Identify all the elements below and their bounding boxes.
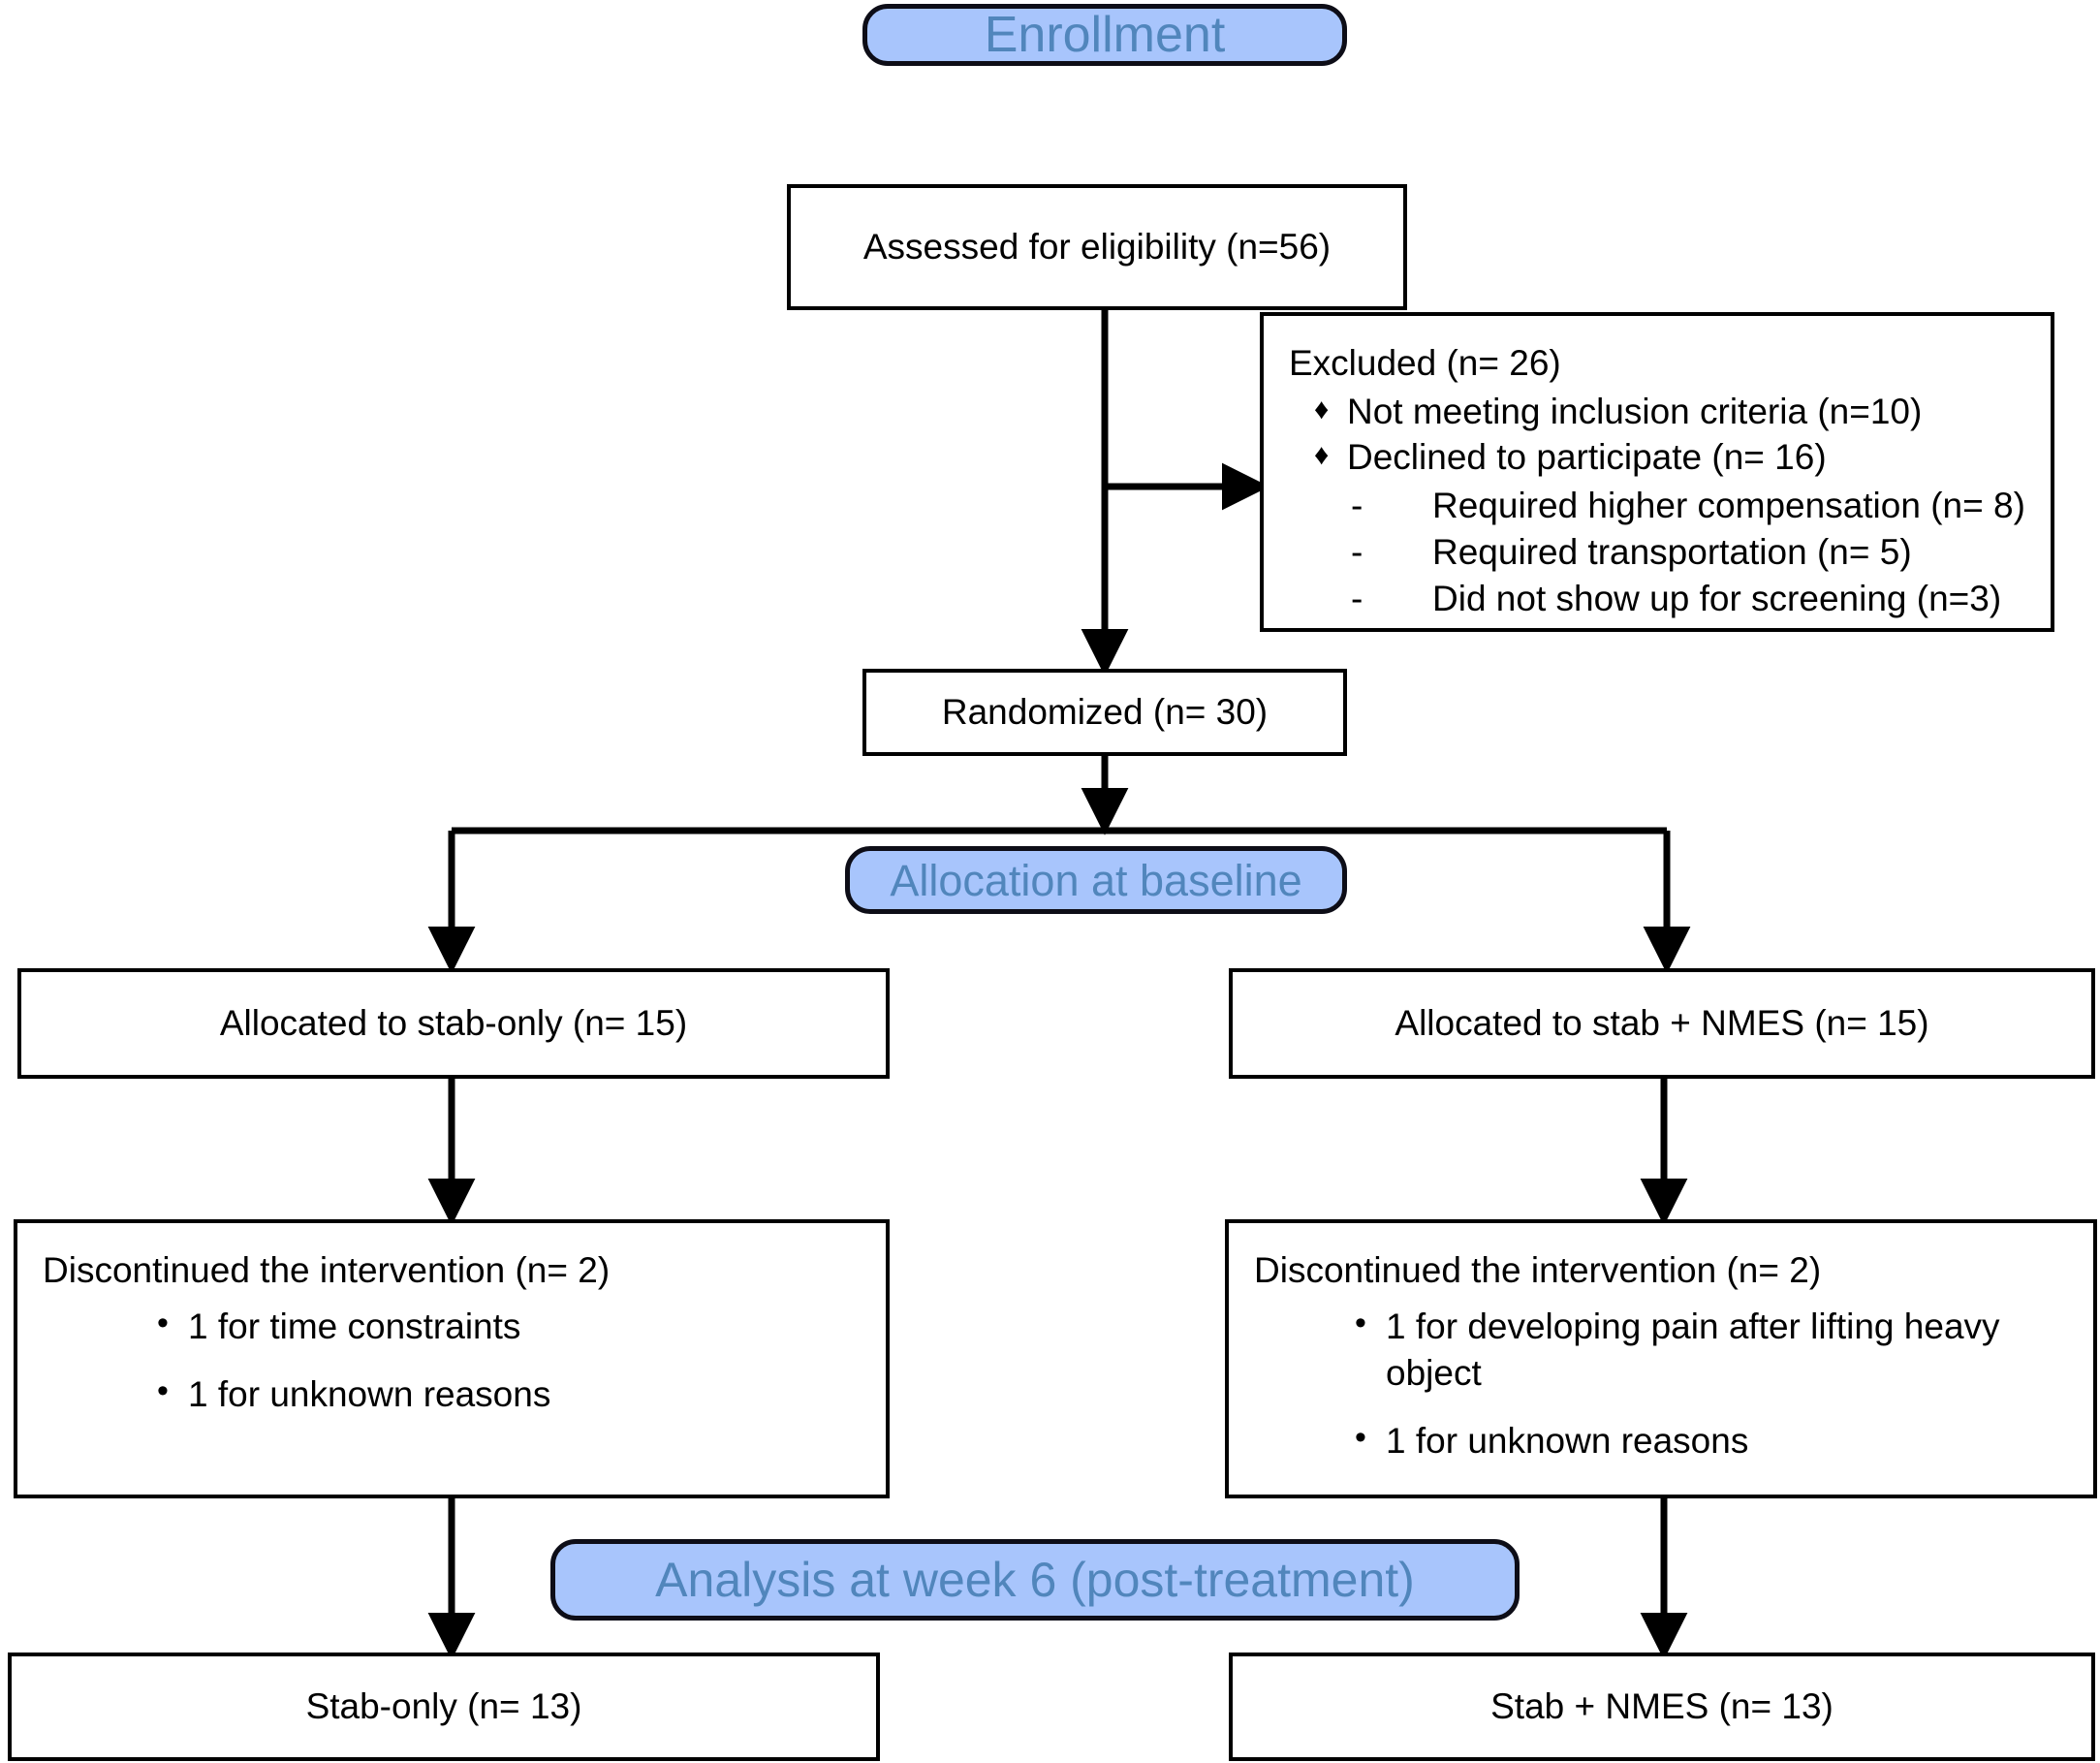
discontinued-right-title: Discontinued the intervention (n= 2) — [1254, 1250, 1822, 1290]
excluded-subreason-text: Did not show up for screening (n=3) — [1432, 579, 2002, 619]
node-discontinued-left: Discontinued the intervention (n= 2) • 1… — [14, 1219, 890, 1498]
banner-allocation-label: Allocation at baseline — [890, 855, 1302, 905]
excluded-reason-text: Declined to participate (n= 16) — [1347, 437, 1827, 478]
node-discontinued-right: Discontinued the intervention (n= 2) • 1… — [1225, 1219, 2097, 1498]
excluded-subreason-text: Required transportation (n= 5) — [1432, 531, 1912, 572]
node-allocated-right: Allocated to stab + NMES (n= 15) — [1229, 968, 2095, 1079]
node-excluded: Excluded (n= 26) ♦ Not meeting inclusion… — [1260, 312, 2054, 632]
banner-analysis: Analysis at week 6 (post-treatment) — [550, 1539, 1520, 1621]
round-bullet-icon: • — [1355, 1305, 1366, 1342]
allocated-left-label: Allocated to stab-only (n= 15) — [219, 1002, 688, 1043]
excluded-subreason-item: - Required higher compensation (n= 8) — [1351, 483, 2027, 529]
excluded-reason-list: ♦ Not meeting inclusion criteria (n=10) … — [1289, 389, 2027, 481]
node-assessed-for-eligibility: Assessed for eligibility (n=56) — [787, 184, 1407, 310]
dash-bullet-icon: - — [1351, 579, 1363, 619]
banner-enrollment: Enrollment — [862, 4, 1347, 66]
dash-bullet-icon: - — [1351, 485, 1363, 525]
discontinued-left-title: Discontinued the intervention (n= 2) — [43, 1250, 611, 1290]
banner-enrollment-label: Enrollment — [984, 7, 1226, 63]
dash-bullet-icon: - — [1351, 531, 1363, 572]
excluded-reason-item: ♦ Not meeting inclusion criteria (n=10) — [1314, 389, 2027, 434]
excluded-title: Excluded (n= 26) — [1289, 343, 1561, 383]
analysis-right-label: Stab + NMES (n= 13) — [1490, 1685, 1834, 1726]
assessed-for-eligibility-label: Assessed for eligibility (n=56) — [862, 226, 1332, 267]
round-bullet-icon: • — [1355, 1419, 1366, 1457]
discontinued-left-item-text: 1 for time constraints — [188, 1307, 521, 1347]
node-randomized: Randomized (n= 30) — [862, 669, 1347, 756]
diamond-bullet-icon: ♦ — [1314, 394, 1330, 426]
discontinued-right-list: • 1 for developing pain after lifting he… — [1254, 1304, 2070, 1464]
discontinued-left-item: • 1 for unknown reasons — [157, 1371, 862, 1418]
excluded-subreason-item: - Did not show up for screening (n=3) — [1351, 576, 2027, 622]
randomized-label: Randomized (n= 30) — [941, 691, 1269, 732]
diamond-bullet-icon: ♦ — [1314, 439, 1330, 472]
banner-analysis-label: Analysis at week 6 (post-treatment) — [655, 1553, 1415, 1607]
round-bullet-icon: • — [157, 1372, 169, 1410]
excluded-subreason-item: - Required transportation (n= 5) — [1351, 529, 2027, 576]
discontinued-left-item: • 1 for time constraints — [157, 1304, 862, 1350]
round-bullet-icon: • — [157, 1305, 169, 1342]
discontinued-right-body: Discontinued the intervention (n= 2) • 1… — [1229, 1223, 2093, 1486]
node-analysis-left: Stab-only (n= 13) — [8, 1653, 880, 1761]
analysis-left-label: Stab-only (n= 13) — [305, 1685, 582, 1726]
excluded-body: Excluded (n= 26) ♦ Not meeting inclusion… — [1264, 316, 2051, 622]
allocated-right-label: Allocated to stab + NMES (n= 15) — [1395, 1002, 1929, 1043]
node-analysis-right: Stab + NMES (n= 13) — [1229, 1653, 2095, 1761]
discontinued-left-body: Discontinued the intervention (n= 2) • 1… — [17, 1223, 886, 1439]
discontinued-right-item-text: 1 for unknown reasons — [1386, 1421, 1749, 1462]
excluded-reason-item: ♦ Declined to participate (n= 16) — [1314, 434, 2027, 480]
discontinued-right-item-text: 1 for developing pain after lifting heav… — [1386, 1307, 2000, 1394]
node-allocated-left: Allocated to stab-only (n= 15) — [17, 968, 890, 1079]
discontinued-left-list: • 1 for time constraints • 1 for unknown… — [43, 1304, 862, 1418]
discontinued-left-item-text: 1 for unknown reasons — [188, 1374, 551, 1415]
excluded-reason-text: Not meeting inclusion criteria (n=10) — [1347, 392, 1923, 432]
discontinued-right-item: • 1 for developing pain after lifting he… — [1355, 1304, 2070, 1397]
discontinued-right-item: • 1 for unknown reasons — [1355, 1418, 2070, 1464]
excluded-subreason-list: - Required higher compensation (n= 8) - … — [1289, 483, 2027, 622]
banner-allocation: Allocation at baseline — [845, 846, 1347, 914]
excluded-subreason-text: Required higher compensation (n= 8) — [1432, 485, 2025, 525]
